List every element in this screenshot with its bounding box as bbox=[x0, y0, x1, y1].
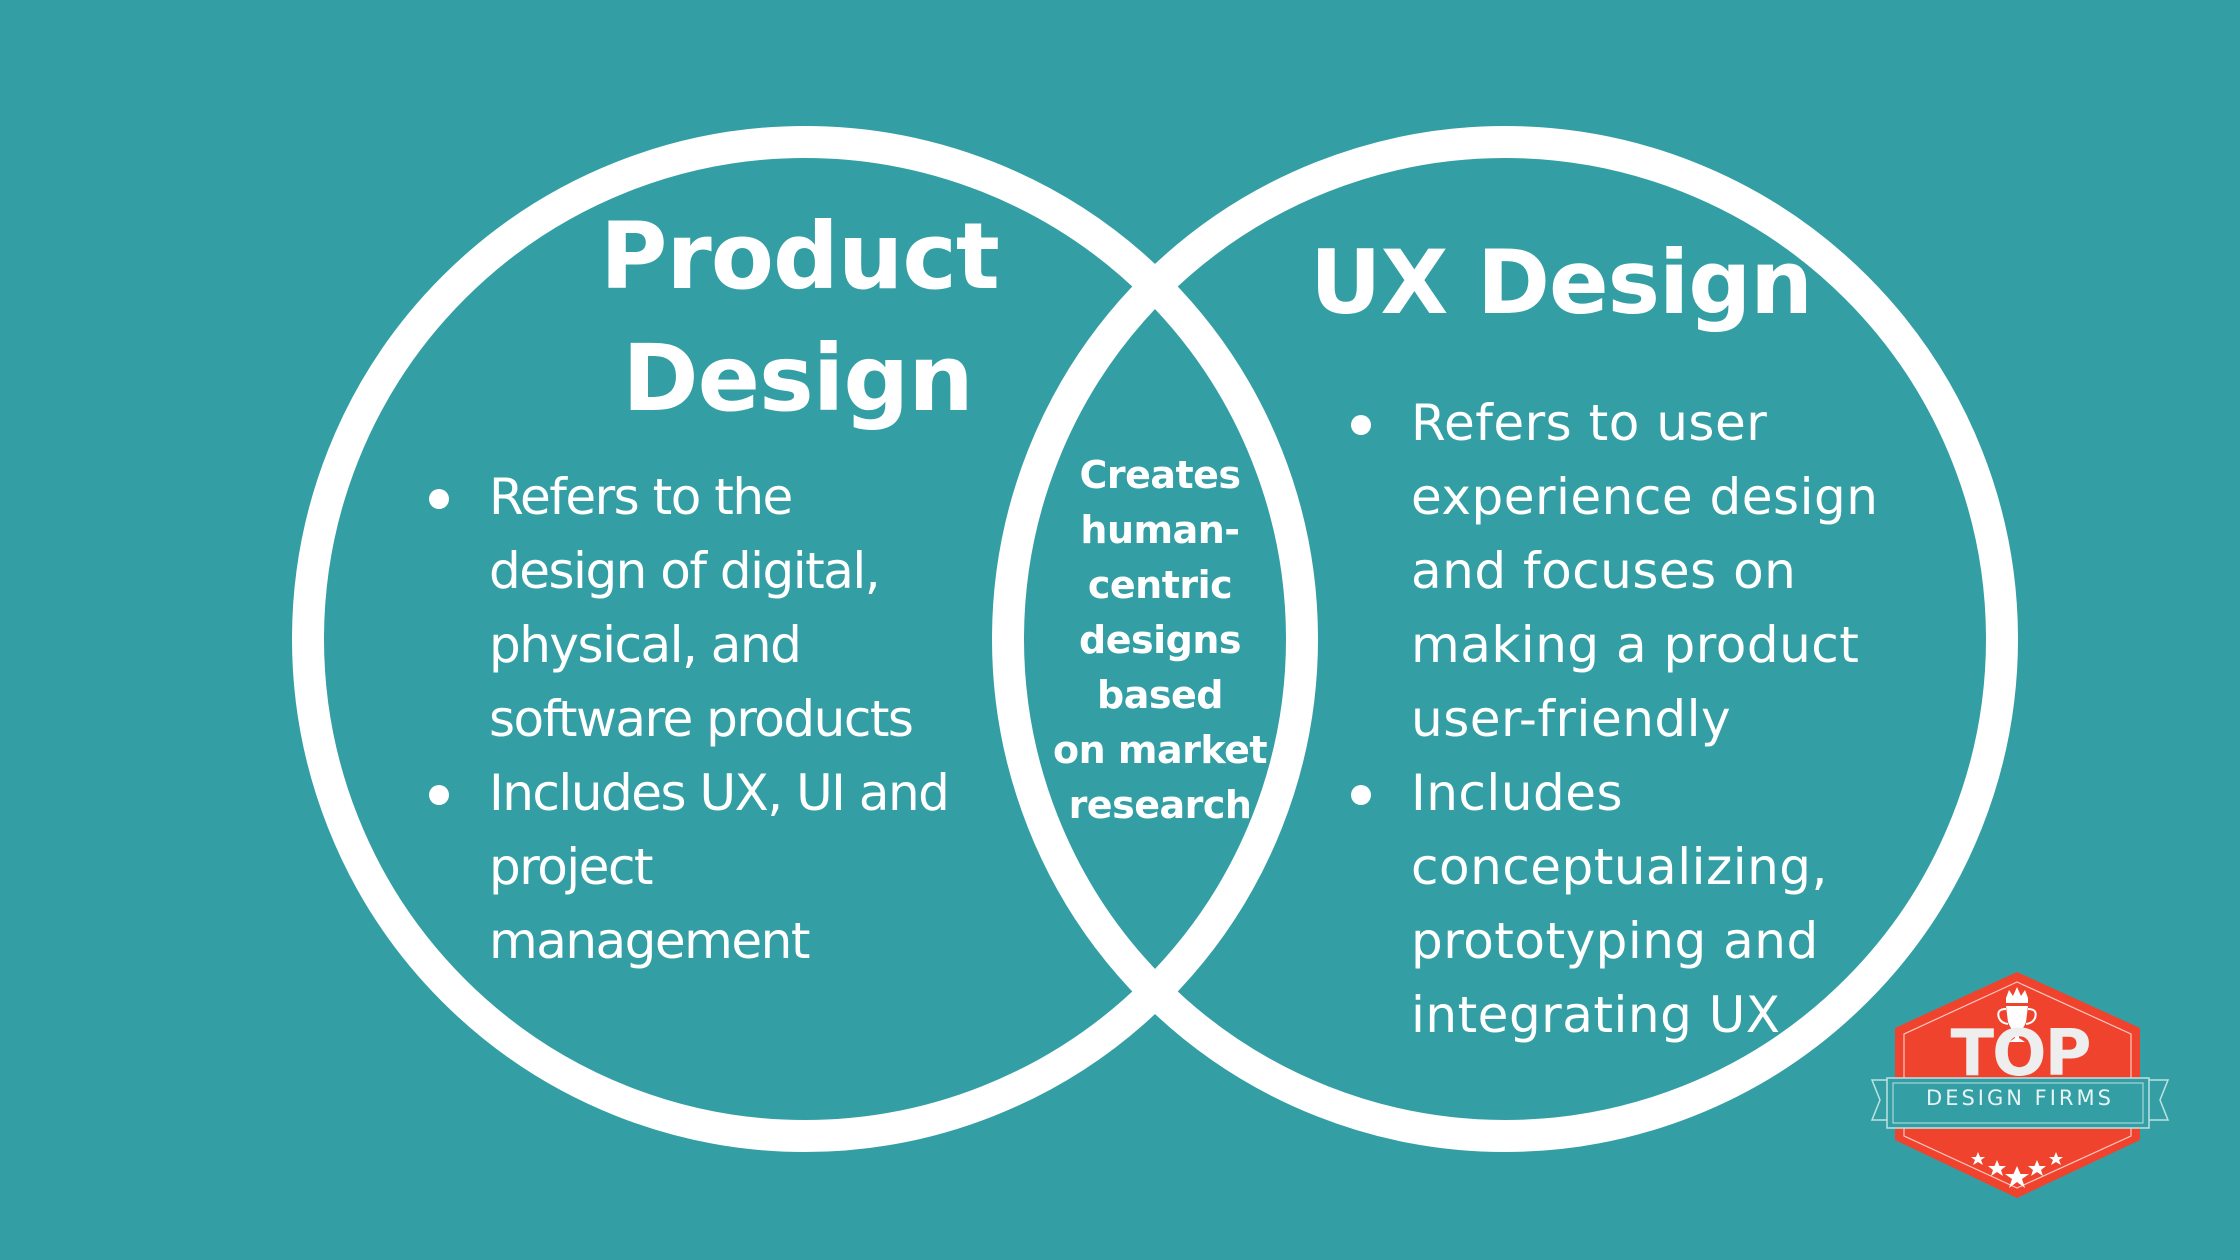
bullet-line: Includes bbox=[1411, 764, 1624, 822]
star-icon bbox=[1971, 1152, 1985, 1165]
badge-top-text: TOP bbox=[1950, 1017, 2092, 1091]
bullet-item: Includes UX, UI and project management bbox=[419, 756, 950, 978]
right-circle-ux-design bbox=[992, 126, 2018, 1152]
bullet-line: Includes UX, UI and bbox=[489, 764, 950, 822]
product-design-bullets: Refers to the design of digital, physica… bbox=[419, 460, 950, 978]
star-icon bbox=[1988, 1160, 2006, 1176]
badge-ribbon-text: DESIGN FIRMS bbox=[1926, 1086, 2114, 1110]
overlap-line: based bbox=[1097, 673, 1223, 717]
ribbon-band bbox=[1886, 1077, 2150, 1129]
star-icon bbox=[2049, 1152, 2063, 1165]
bullet-line: Refers to user bbox=[1411, 394, 1768, 452]
trophy-crown-icon bbox=[1997, 987, 2037, 1042]
ribbon-band-inner bbox=[1892, 1082, 2144, 1124]
bullet-dot-icon bbox=[429, 785, 449, 805]
overlap-line: on market bbox=[1052, 728, 1268, 772]
bullet-line: prototyping and bbox=[1411, 912, 1819, 970]
bullet-line: Refers to the bbox=[489, 468, 793, 526]
badge-hexagon-inner-line bbox=[1903, 981, 2132, 1189]
overlap-line: human- bbox=[1080, 508, 1240, 552]
bullet-line: software products bbox=[489, 690, 914, 748]
ux-design-bullets: Refers to user experience design and foc… bbox=[1341, 386, 1878, 1052]
bullet-line: and focuses on bbox=[1411, 542, 1797, 600]
badge-shape bbox=[1870, 972, 2170, 1198]
bullet-line: conceptualizing, bbox=[1411, 838, 1828, 896]
left-circle-product-design bbox=[292, 126, 1318, 1152]
bullet-line: management bbox=[489, 912, 810, 970]
top-design-firms-badge: TOP DESIGN FIRMS bbox=[1860, 960, 2180, 1210]
overlap-line: designs bbox=[1079, 618, 1242, 662]
bullet-line: user-friendly bbox=[1411, 690, 1732, 748]
bullet-line: physical, and bbox=[489, 616, 802, 674]
overlap-line: Creates bbox=[1079, 453, 1241, 497]
overlap-line: research bbox=[1068, 783, 1252, 827]
product-design-title-line-1: Product bbox=[600, 203, 1000, 310]
bullet-dot-icon bbox=[1351, 415, 1371, 435]
bullet-line: project bbox=[489, 838, 654, 896]
bullet-line: design of digital, bbox=[489, 542, 881, 600]
badge-stars bbox=[1971, 1152, 2063, 1188]
bullet-line: integrating UX bbox=[1411, 986, 1781, 1044]
overlap-text: Creates human- centric designs based on … bbox=[1040, 448, 1280, 833]
star-icon bbox=[2005, 1166, 2029, 1188]
product-design-title-line-2: Design bbox=[622, 325, 973, 432]
bullet-item: Refers to the design of digital, physica… bbox=[419, 460, 948, 756]
bullet-item: Includes conceptualizing, prototyping an… bbox=[1341, 756, 1878, 1052]
product-design-title: Product Design bbox=[600, 196, 1000, 440]
ux-design-title: UX Design bbox=[1310, 231, 1813, 334]
overlap-line: centric bbox=[1087, 563, 1233, 607]
star-icon bbox=[2028, 1160, 2046, 1176]
bullet-item: Refers to user experience design and foc… bbox=[1341, 386, 1878, 756]
bullet-dot-icon bbox=[429, 489, 449, 509]
bullet-line: experience design bbox=[1411, 468, 1879, 526]
bullet-line: making a product bbox=[1411, 616, 1860, 674]
bullet-dot-icon bbox=[1351, 785, 1371, 805]
